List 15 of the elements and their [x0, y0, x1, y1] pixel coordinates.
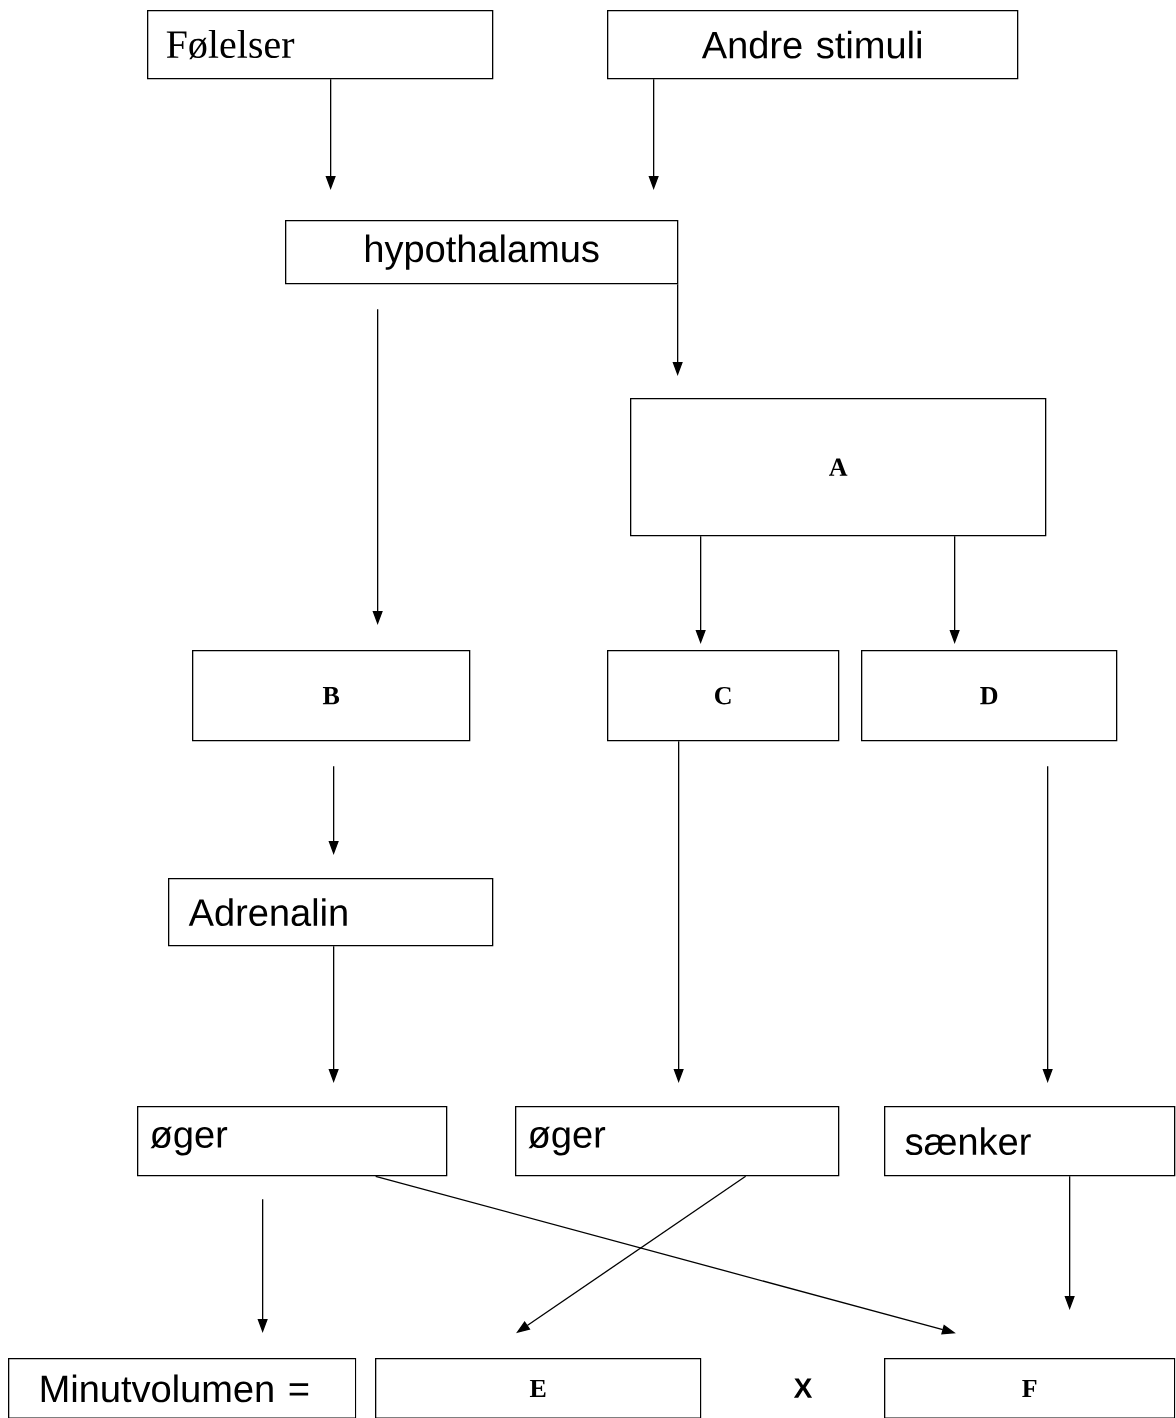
process-box: Minutvolumen =: [8, 1358, 357, 1418]
letter-box: E: [375, 1358, 702, 1418]
process-box: øger: [137, 1106, 448, 1177]
process-box: Adrenalin: [168, 878, 494, 947]
letter-box: D: [861, 650, 1118, 742]
process-box: øger: [515, 1106, 840, 1177]
process-box: hypothalamus: [285, 220, 679, 285]
letter-box: C: [607, 650, 840, 742]
process-box: Følelser: [147, 10, 494, 80]
letter-box: A: [630, 398, 1047, 537]
letter-box: B: [192, 650, 471, 742]
process-box: Andre stimuli: [607, 10, 1019, 80]
process-box: sænker: [884, 1106, 1176, 1177]
multiply-sign: X: [793, 1378, 813, 1398]
letter-box: F: [884, 1358, 1176, 1418]
